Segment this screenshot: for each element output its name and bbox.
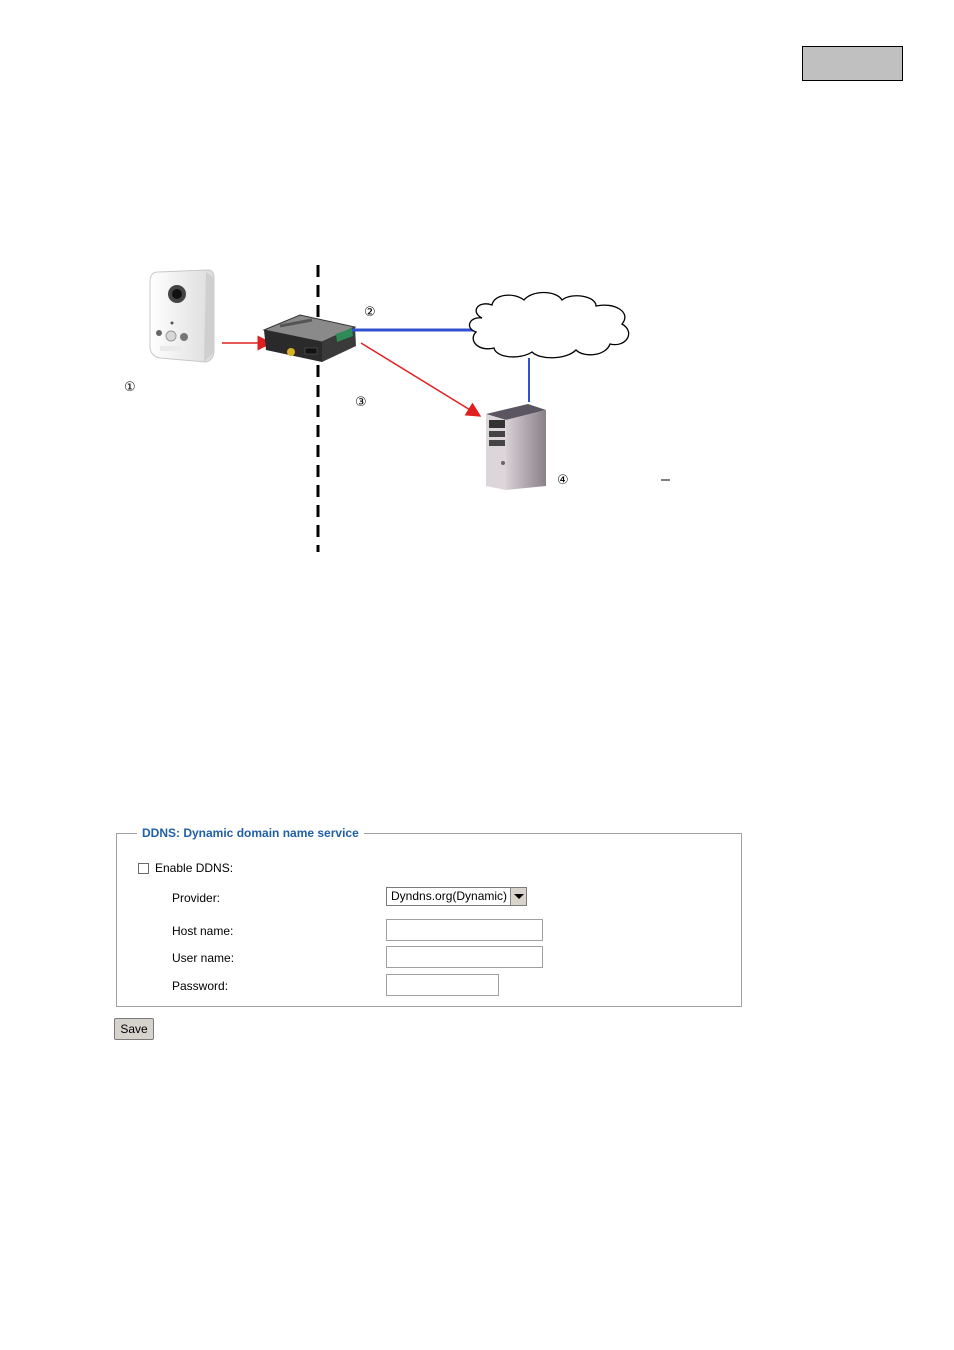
provider-label: Provider: [172, 891, 221, 905]
ddns-legend: DDNS: Dynamic domain name service [142, 826, 359, 840]
password-input[interactable] [386, 974, 499, 996]
user-name-label: User name: [172, 951, 235, 965]
ddns-server-image [486, 404, 546, 490]
chevron-down-icon[interactable] [510, 888, 526, 905]
password-label: Password: [172, 979, 229, 993]
ip-camera-image [149, 269, 215, 363]
host-name-label: Host name: [172, 924, 234, 938]
provider-select[interactable]: Dyndns.org(Dynamic) [386, 887, 527, 906]
provider-value: Dyndns.org(Dynamic) [391, 889, 508, 903]
save-button[interactable]: Save [114, 1018, 154, 1040]
language-tab [802, 46, 903, 81]
ddns-settings-panel: DDNS: Dynamic domain name service [116, 826, 742, 1007]
enable-ddns-checkbox[interactable] [138, 863, 149, 874]
host-name-input[interactable] [386, 919, 543, 941]
marker-2: ② [364, 305, 376, 320]
marker-3: ③ [355, 395, 367, 410]
enable-ddns-label: Enable DDNS: [155, 861, 234, 875]
marker-1: ① [124, 380, 136, 395]
router-image [262, 314, 357, 362]
router-to-server-arrow [360, 342, 482, 417]
marker-4: ④ [557, 473, 569, 488]
ddns-network-diagram [149, 265, 670, 552]
user-name-input[interactable] [386, 946, 543, 968]
internet-cloud [468, 291, 630, 359]
